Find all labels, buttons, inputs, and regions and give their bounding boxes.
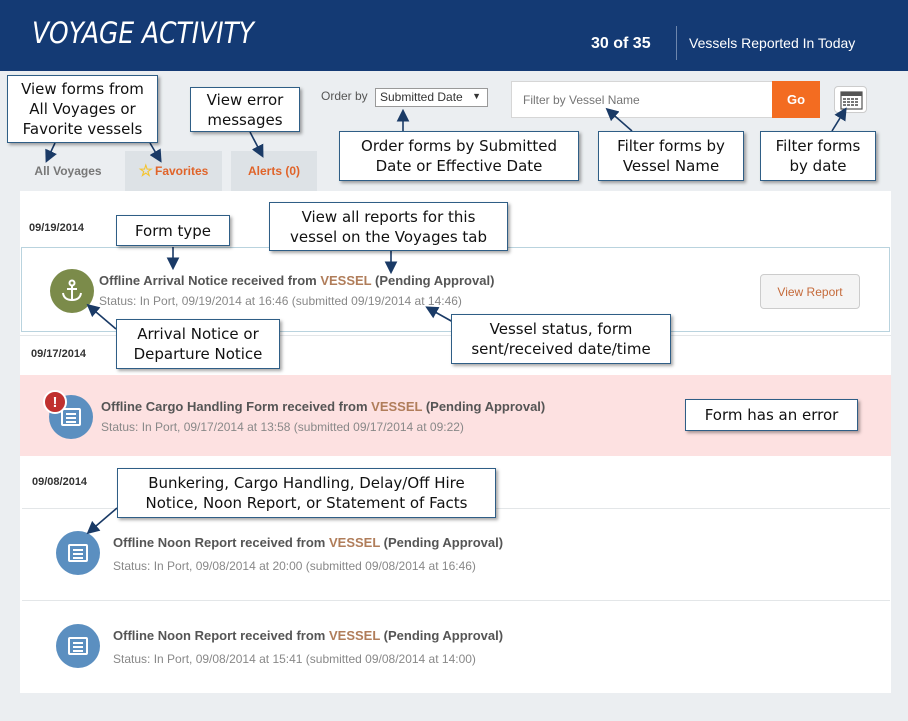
form-status: Status: In Port, 09/17/2014 at 13:58 (su… — [101, 420, 464, 434]
form-type-text: Offline Cargo Handling Form received fro… — [101, 399, 372, 414]
calendar-icon — [840, 91, 863, 110]
form-type-text: Offline Noon Report received from — [113, 628, 329, 643]
form-status: Status: In Port, 09/08/2014 at 20:00 (su… — [113, 559, 476, 573]
app-header: VOYAGE ACTIVITY 30 of 35 Vessels Reporte… — [0, 0, 908, 71]
feed-row[interactable] — [22, 600, 890, 690]
vessels-reported-label: Vessels Reported In Today — [689, 35, 856, 51]
vessels-count: 30 of 35 — [591, 35, 651, 52]
tab-favorites[interactable]: ☆Favorites — [125, 151, 222, 191]
approval-status: (Pending Approval) — [380, 535, 504, 550]
order-by-value: Submitted Date — [380, 90, 463, 104]
callout-view-errors: View error messages — [190, 87, 300, 132]
page-title: VOYAGE ACTIVITY — [32, 16, 255, 50]
error-icon: ! — [43, 390, 67, 414]
anchor-icon — [50, 269, 94, 313]
date-header: 09/19/2014 — [29, 222, 85, 234]
callout-view-all-reports: View all reports for this vessel on the … — [269, 202, 508, 251]
anchor-glyph — [62, 279, 82, 302]
tab-favorites-label: Favorites — [154, 164, 209, 178]
vessel-link[interactable]: VESSEL — [371, 399, 423, 414]
vessel-link[interactable]: VESSEL — [320, 273, 372, 288]
callout-filter-date: Filter forms by date — [760, 131, 876, 181]
callout-order-forms: Order forms by Submitted Date or Effecti… — [339, 131, 579, 181]
date-header: 09/08/2014 — [32, 476, 88, 488]
view-report-button[interactable]: View Report — [760, 274, 860, 309]
tab-alerts-label: Alerts (0) — [247, 164, 300, 178]
form-title[interactable]: Offline Arrival Notice received from VES… — [99, 273, 494, 288]
document-glyph — [61, 408, 81, 426]
approval-status: (Pending Approval) — [371, 273, 495, 288]
header-divider — [676, 26, 677, 60]
tab-all-voyages-label: All Voyages — [34, 164, 102, 178]
tab-alerts[interactable]: Alerts (0) — [231, 151, 317, 191]
callout-filter-name: Filter forms by Vessel Name — [598, 131, 744, 181]
feed-row[interactable] — [22, 508, 890, 598]
callout-form-error: Form has an error — [685, 399, 858, 431]
order-by-select[interactable]: Submitted Date ▼ — [375, 88, 488, 107]
callout-form-types: Bunkering, Cargo Handling, Delay/Off Hir… — [117, 468, 496, 518]
approval-status: (Pending Approval) — [380, 628, 504, 643]
form-status: Status: In Port, 09/08/2014 at 15:41 (su… — [113, 652, 476, 666]
document-icon — [56, 531, 100, 575]
calendar-filter-button[interactable] — [834, 86, 867, 113]
vessel-name-filter-input[interactable] — [511, 81, 773, 118]
go-button[interactable]: Go — [772, 81, 820, 118]
document-glyph — [68, 544, 88, 562]
document-icon — [56, 624, 100, 668]
order-by-label: Order by — [321, 89, 368, 103]
form-status: Status: In Port, 09/19/2014 at 16:46 (su… — [99, 294, 462, 308]
tab-all-voyages[interactable]: All Voyages — [20, 151, 116, 191]
callout-view-forms: View forms from All Voyages or Favorite … — [7, 75, 158, 143]
callout-form-type: Form type — [116, 215, 230, 246]
vessel-link[interactable]: VESSEL — [328, 535, 381, 550]
dropdown-arrow-icon: ▼ — [472, 91, 481, 101]
callout-vessel-status: Vessel status, form sent/received date/t… — [451, 314, 671, 364]
document-glyph — [68, 637, 88, 655]
form-type-text: Offline Arrival Notice received from — [99, 273, 321, 288]
approval-status: (Pending Approval) — [422, 399, 546, 414]
vessel-link[interactable]: VESSEL — [328, 628, 381, 643]
date-header: 09/17/2014 — [31, 348, 87, 360]
form-type-text: Offline Noon Report received from — [113, 535, 329, 550]
callout-arrival-departure: Arrival Notice or Departure Notice — [116, 319, 280, 369]
star-icon: ☆ — [138, 163, 153, 180]
form-title[interactable]: Offline Noon Report received from VESSEL… — [113, 535, 503, 550]
form-title[interactable]: Offline Noon Report received from VESSEL… — [113, 628, 503, 643]
form-title[interactable]: Offline Cargo Handling Form received fro… — [101, 399, 545, 414]
